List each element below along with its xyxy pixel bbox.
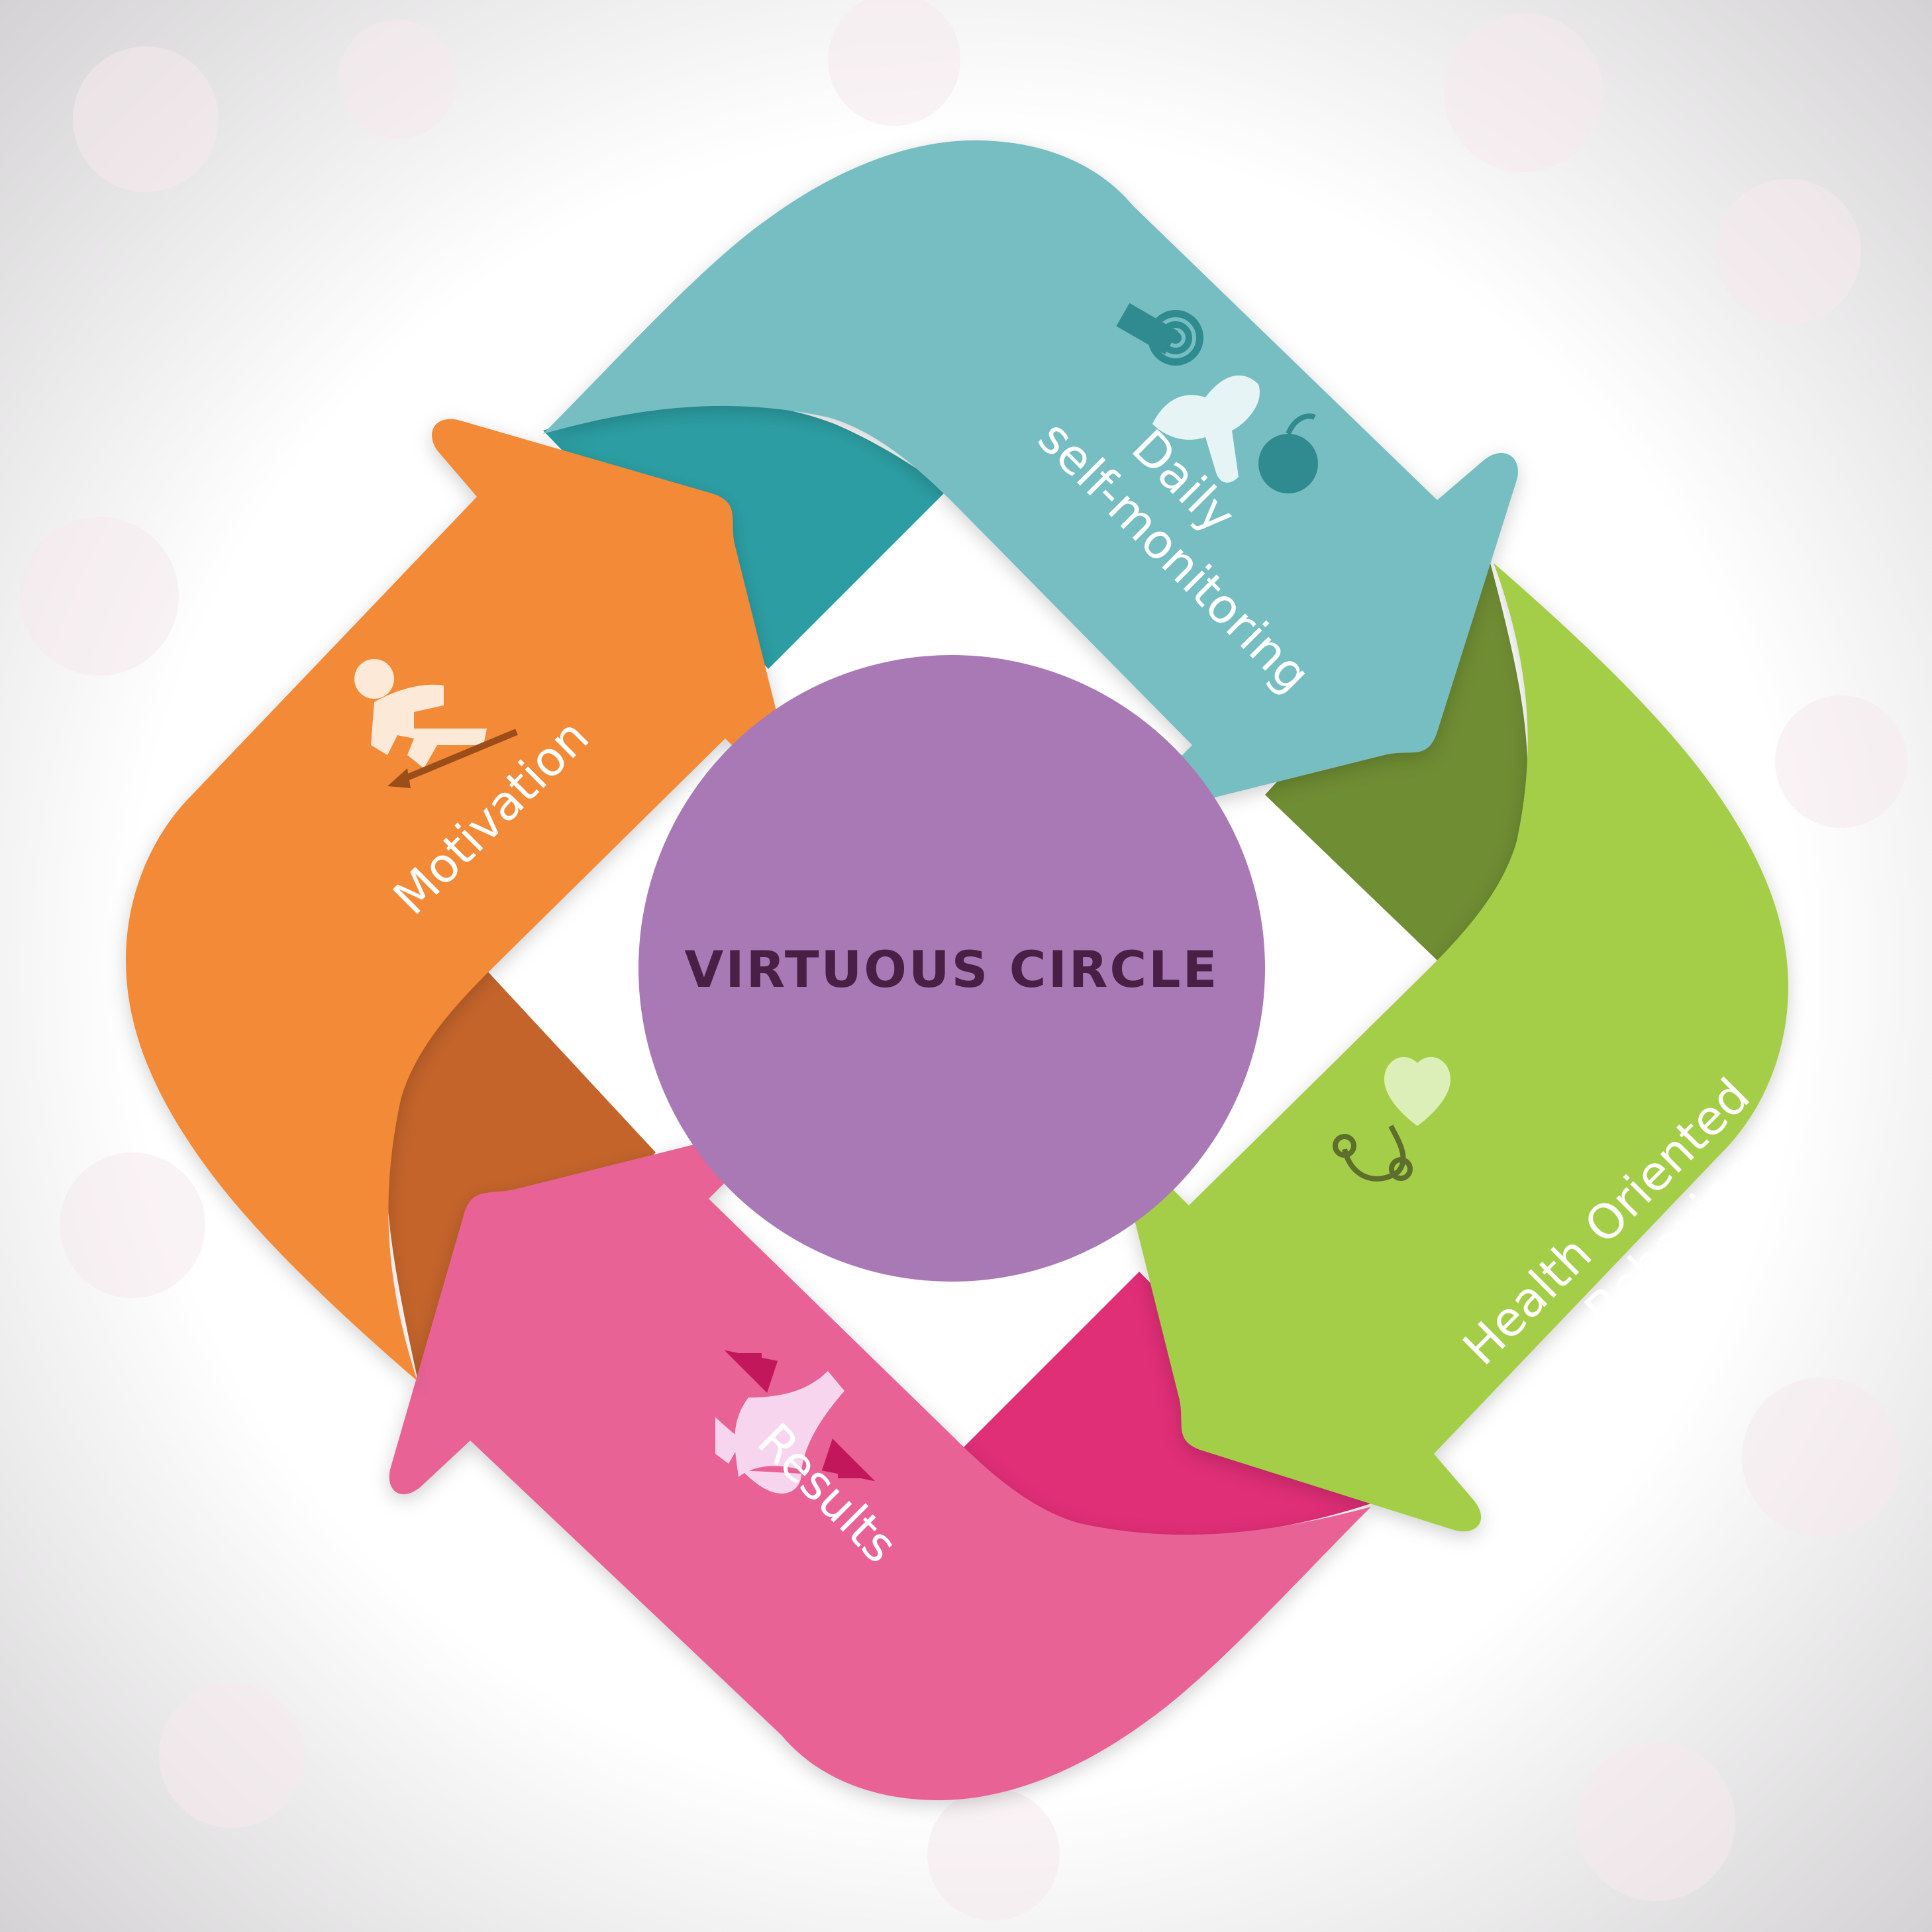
background-bubbles: [20, 0, 1907, 1921]
health-arrow: [1125, 563, 1788, 1532]
center-circle: [638, 655, 1265, 1282]
daily-ribbon-fold: [543, 402, 947, 669]
tape-measure-icon: [1116, 303, 1203, 366]
health-ribbon-fold: [1265, 563, 1528, 960]
motivation-arrow: [126, 419, 789, 1381]
heart-stethoscope-icon: [1333, 1056, 1450, 1182]
results-arrow: [389, 1135, 1371, 1801]
daily-arrow: [543, 140, 1518, 809]
apple-icon: [1258, 413, 1318, 493]
scale-icon: [1152, 375, 1260, 483]
center-title: VIRTUOUS CIRCLE: [685, 940, 1219, 999]
waist-shrink-icon: [715, 1350, 876, 1494]
person-weight-down-icon: [354, 659, 518, 788]
daily-icons: [1116, 303, 1318, 493]
